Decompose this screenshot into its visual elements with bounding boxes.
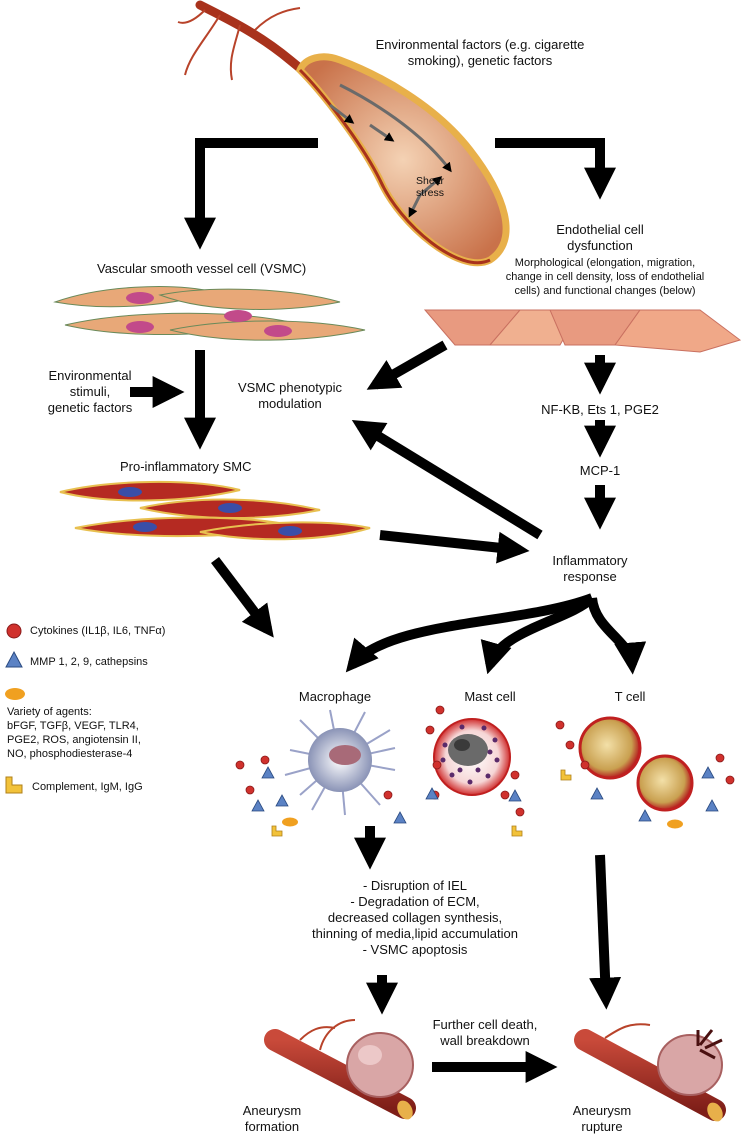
cytokine-legend-icon	[6, 623, 22, 639]
mast-cell-illustration	[433, 718, 511, 796]
agents-line3: PGE2, ROS, angiotensin II,	[7, 734, 141, 746]
pro-inflammatory-smc-title: Pro-inflammatory SMC	[120, 459, 252, 474]
death-line2: wall breakdown	[440, 1033, 530, 1048]
top-factors-line1: Environmental factors (e.g. cigarette	[375, 37, 585, 52]
formation-line1: Aneurysm	[242, 1103, 302, 1118]
rupture-line2: rupture	[581, 1119, 623, 1134]
effect-line3: decreased collagen synthesis,	[327, 910, 503, 925]
arrow-vessel-to-vsmc	[183, 138, 318, 250]
mmp-legend-icon	[5, 650, 23, 668]
vsmc-modulation-text: VSMC phenotypic modulation	[230, 380, 350, 412]
arrow-inflammatory-to-tcell	[587, 597, 647, 675]
t-cell-illustration	[578, 716, 694, 812]
arrow-endothelial-to-modulation	[366, 340, 448, 390]
inflammatory-line1: Inflammatory	[552, 553, 628, 568]
mcp1-text: MCP-1	[579, 463, 621, 478]
aneurysm-formation-label: Aneurysm formation	[232, 1103, 312, 1135]
environmental-stimuli-text: Environmental stimuli, genetic factors	[25, 368, 155, 416]
aneurysm-rupture-illustration	[574, 1023, 726, 1122]
endothelial-title: Endothelial cell dysfunction	[535, 222, 665, 254]
legend-mmp: MMP 1, 2, 9, cathepsins	[30, 656, 148, 668]
modulation-line2: modulation	[258, 396, 322, 411]
morph-line3: cells) and functional changes (below)	[514, 285, 696, 297]
endothelial-line2: dysfunction	[567, 238, 633, 253]
macrophage-illustration	[284, 709, 396, 816]
nfkb-text: NF-KB, Ets 1, PGE2	[541, 402, 659, 417]
inflammatory-response-text: Inflammatory response	[535, 553, 645, 585]
flow-arrows	[130, 138, 647, 1084]
morphological-changes-text: Morphological (elongation, migration, ch…	[455, 256, 752, 298]
modulation-line1: VSMC phenotypic	[237, 380, 343, 395]
env-line3: genetic factors	[47, 400, 133, 415]
endothelial-cells-illustration	[423, 309, 742, 353]
env-line1: Environmental	[48, 368, 132, 383]
shear-line1: Shear	[415, 175, 445, 187]
endothelial-line1: Endothelial cell	[556, 222, 644, 237]
top-factors-text: Environmental factors (e.g. cigarette sm…	[300, 37, 660, 69]
scattered-mmp	[251, 766, 719, 824]
agents-line2: bFGF, TGFβ, VEGF, TLR4,	[7, 720, 139, 732]
rupture-line1: Aneurysm	[572, 1103, 632, 1118]
effect-line1: - Disruption of IEL	[362, 878, 468, 893]
vsmc-title: Vascular smooth vessel cell (VSMC)	[97, 261, 307, 276]
scattered-complement	[271, 769, 572, 837]
effect-line5: - VSMC apoptosis	[362, 942, 468, 957]
t-cell-label: T cell	[614, 689, 646, 704]
effects-text: - Disruption of IEL - Degradation of ECM…	[290, 878, 540, 958]
legend-cytokines: Cytokines (IL1β, IL6, TNFα)	[30, 625, 166, 637]
effect-line2: - Degradation of ECM,	[350, 894, 480, 909]
legend-agents: Variety of agents: bFGF, TGFβ, VEGF, TLR…	[7, 705, 141, 761]
shear-line2: stress	[415, 187, 444, 199]
shear-stress-label: Shear stress	[400, 175, 460, 199]
scattered-agents	[282, 817, 683, 829]
legend-complement: Complement, IgM, IgG	[32, 781, 143, 793]
agents-line4: NO, phosphodiesterase-4	[7, 748, 133, 760]
pro-inflammatory-smc-illustration	[59, 480, 371, 541]
aneurysm-formation-illustration	[264, 1019, 416, 1120]
arrow-inflammatory-to-macrophage	[345, 593, 594, 673]
env-line2: stimuli,	[69, 384, 111, 399]
top-factors-line2: smoking), genetic factors	[407, 53, 553, 68]
legend-symbols	[5, 623, 25, 794]
arrow-inflammatory-to-mast	[480, 594, 596, 675]
cell-death-text: Further cell death, wall breakdown	[420, 1017, 550, 1049]
vessel-illustration	[177, 0, 510, 267]
arrow-vessel-to-endothelial	[495, 138, 617, 200]
complement-legend-icon	[5, 776, 23, 794]
effect-line4: thinning of media,lipid accumulation	[312, 926, 518, 941]
arrow-smc-to-inflammatory	[379, 530, 530, 564]
morph-line1: Morphological (elongation, migration,	[514, 257, 696, 269]
agent-legend-icon	[5, 688, 25, 700]
agents-line1: Variety of agents:	[7, 706, 92, 718]
inflammatory-line2: response	[563, 569, 617, 584]
vsmc-cells-illustration	[53, 286, 366, 341]
aneurysm-rupture-label: Aneurysm rupture	[562, 1103, 642, 1135]
formation-line2: formation	[244, 1119, 300, 1134]
macrophage-label: Macrophage	[298, 689, 372, 704]
arrow-inflammatory-to-modulation	[351, 419, 543, 540]
arrow-tcell-to-rupture	[589, 854, 622, 1010]
mast-cell-label: Mast cell	[464, 689, 516, 704]
morph-line2: change in cell density, loss of endothel…	[505, 271, 705, 283]
arrow-smc-to-macrophage	[211, 556, 274, 638]
death-line1: Further cell death,	[432, 1017, 538, 1032]
